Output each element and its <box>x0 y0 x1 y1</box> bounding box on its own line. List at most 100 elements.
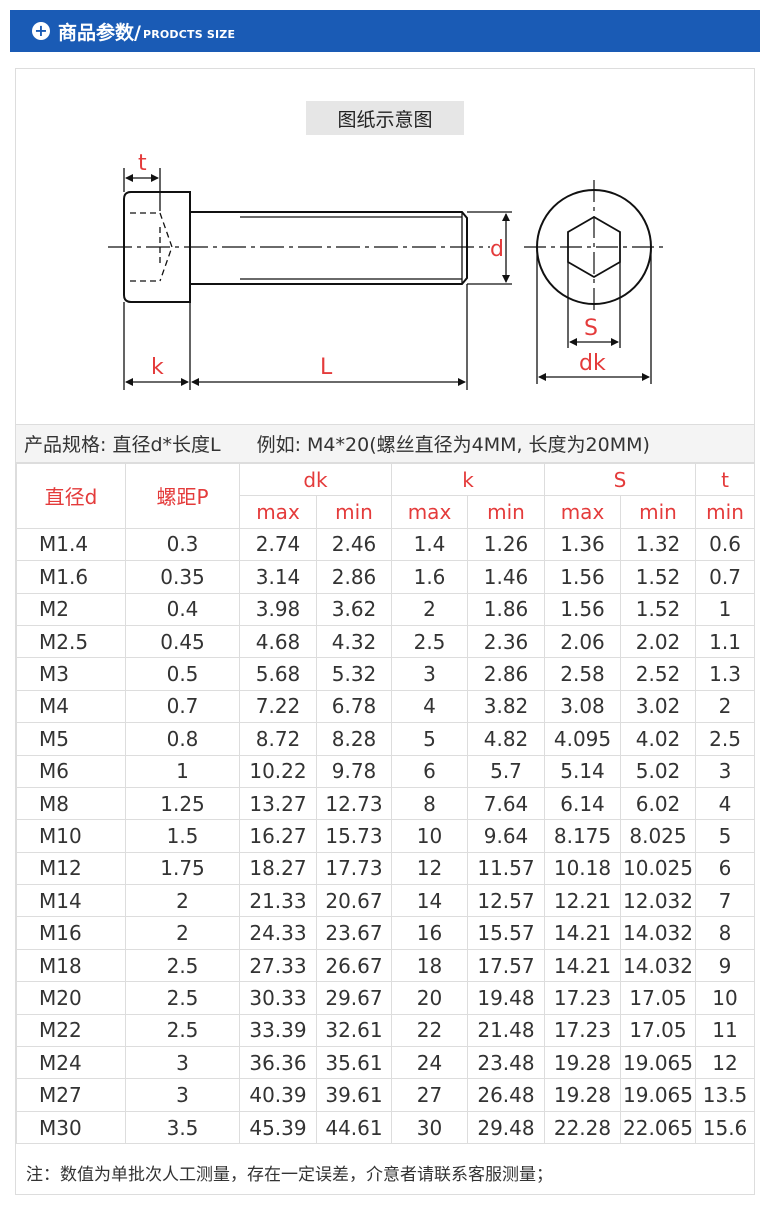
table-cell: 8.28 <box>316 722 392 756</box>
table-cell: 15.57 <box>467 916 545 950</box>
table-cell: 8.72 <box>239 722 317 756</box>
table-cell: M24 <box>16 1046 126 1080</box>
table-cell: 39.61 <box>316 1078 392 1112</box>
table-cell: 5 <box>391 722 468 756</box>
table-cell: 16 <box>391 916 468 950</box>
table-cell: 0.7 <box>125 689 240 724</box>
table-cell: 6.14 <box>544 786 621 821</box>
spec-example: 例如: M4*20(螺丝直径为4MM, 长度为20MM) <box>256 434 650 456</box>
table-cell: 3.02 <box>619 689 697 724</box>
table-cell: 3.08 <box>544 689 621 724</box>
table-cell: 11.57 <box>467 851 545 886</box>
table-cell: 33.39 <box>239 1013 317 1048</box>
table-cell: 8 <box>695 916 756 950</box>
table-cell: 18 <box>391 948 468 983</box>
table-cell: M10 <box>16 819 126 853</box>
table-cell: M30 <box>16 1110 126 1145</box>
table-cell: 4.02 <box>619 722 697 756</box>
header-title: 商品参数/ <box>58 21 141 44</box>
table-cell: 10 <box>391 819 468 853</box>
table-cell: 29.67 <box>316 981 392 1015</box>
table-cell: 6 <box>695 851 756 886</box>
diagram-title: 图纸示意图 <box>306 101 464 135</box>
table-cell: 1.25 <box>125 786 240 821</box>
table-cell: 0.5 <box>125 657 240 691</box>
table-cell: 20.67 <box>316 884 392 918</box>
table-cell: 3.5 <box>125 1110 240 1145</box>
table-cell: 1.5 <box>125 819 240 853</box>
table-cell: 27.33 <box>239 948 317 983</box>
table-cell: 4.32 <box>316 624 392 659</box>
table-cell: 29.48 <box>467 1110 545 1145</box>
table-cell: 20 <box>391 981 468 1015</box>
table-cell: 4.82 <box>467 722 545 756</box>
table-cell: 1.56 <box>544 592 621 626</box>
table-cell: 1.6 <box>391 560 468 594</box>
table-cell: 3.82 <box>467 689 545 724</box>
table-cell: 10.22 <box>239 754 317 788</box>
label-dk: dk <box>579 351 606 376</box>
table-cell: 3.14 <box>239 560 317 594</box>
table-cell: 1.52 <box>619 560 697 594</box>
table-cell: 1 <box>695 592 756 626</box>
table-cell: 13.27 <box>239 786 317 821</box>
table-cell: 32.61 <box>316 1013 392 1048</box>
spec-row: 产品规格: 直径d*长度L 例如: M4*20(螺丝直径为4MM, 长度为20M… <box>16 424 754 463</box>
table-cell: 12.21 <box>544 884 621 918</box>
table-cell: 22 <box>391 1013 468 1048</box>
table-cell: 2.86 <box>467 657 545 691</box>
table-cell: M27 <box>16 1078 126 1112</box>
table-cell: 1.32 <box>619 527 697 562</box>
table-cell: 1.56 <box>544 560 621 594</box>
table-cell: 2.06 <box>544 624 621 659</box>
table-cell: 45.39 <box>239 1110 317 1145</box>
table-cell: 22.28 <box>544 1110 621 1145</box>
table-cell: M8 <box>16 786 126 821</box>
table-cell: 2.5 <box>125 981 240 1015</box>
table-cell: 2.46 <box>316 527 392 562</box>
table-cell: 3 <box>391 657 468 691</box>
label-t: t <box>138 151 147 176</box>
size-table: 直径d 螺距P dk k S t max min max min max min… <box>16 462 756 1145</box>
table-cell: 17.57 <box>467 948 545 983</box>
table-cell: 2.58 <box>544 657 621 691</box>
table-cell: 14.21 <box>544 948 621 983</box>
label-k: k <box>151 355 164 380</box>
table-cell: 1.46 <box>467 560 545 594</box>
label-L: L <box>320 355 333 380</box>
label-d: d <box>490 237 504 262</box>
table-cell: 19.28 <box>544 1046 621 1080</box>
note: 注：数值为单批次人工测量，存在一定误差，介意者请联系客服测量； <box>16 1150 754 1194</box>
table-cell: 1.1 <box>695 624 756 659</box>
table-cell: 30 <box>391 1110 468 1145</box>
table-cell: 1.75 <box>125 851 240 886</box>
table-cell: 2 <box>695 689 756 724</box>
table-header-row: 直径d 螺距P dk k S t <box>16 462 756 529</box>
table-cell: 6.78 <box>316 689 392 724</box>
table-cell: 17.73 <box>316 851 392 886</box>
table-cell: 9.78 <box>316 754 392 788</box>
table-cell: 21.48 <box>467 1013 545 1048</box>
table-cell: 7.22 <box>239 689 317 724</box>
sub-s-min: min <box>619 495 697 529</box>
table-cell: 30.33 <box>239 981 317 1015</box>
table-cell: 36.36 <box>239 1046 317 1080</box>
table-cell: 3 <box>125 1078 240 1112</box>
table-cell: 14.21 <box>544 916 621 950</box>
table-cell: 3 <box>695 754 756 788</box>
table-cell: 5.02 <box>619 754 697 788</box>
table-cell: M1.4 <box>16 527 126 562</box>
table-cell: 9 <box>695 948 756 983</box>
